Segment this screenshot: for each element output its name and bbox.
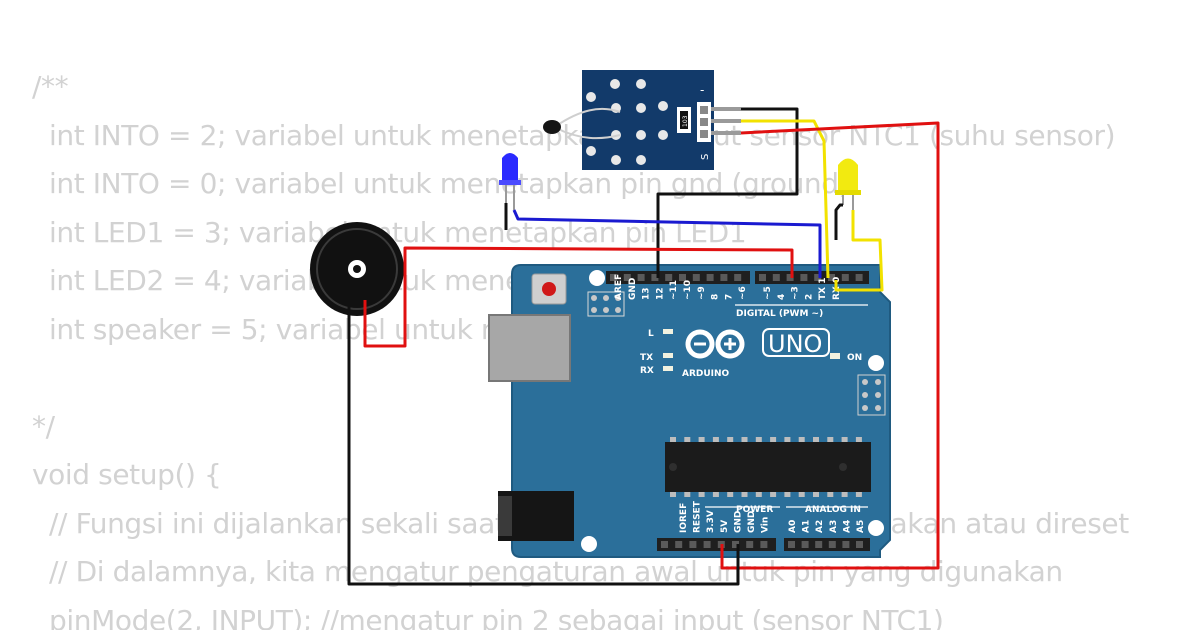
l-led	[663, 329, 673, 334]
analog-pin-label: A4	[842, 520, 852, 533]
ntc-sensor-module: 103 - S	[543, 70, 741, 170]
blue-led	[499, 153, 521, 210]
digital-pin-label: 4	[777, 294, 787, 300]
tx-led-label: TX	[640, 353, 653, 363]
thermistor-icon	[543, 120, 561, 134]
sensor-pin-s-label: S	[700, 154, 711, 160]
digital-pin-label: ~9	[697, 286, 707, 300]
analog-pin-label: A3	[829, 520, 839, 533]
blue-led-icon	[502, 153, 518, 183]
icsp-header-right	[857, 374, 886, 416]
code-line: /**	[32, 70, 69, 103]
sensor-board	[582, 70, 714, 170]
wire-buzzer-signal	[363, 246, 794, 348]
mounting-hole	[868, 520, 884, 536]
mounting-hole	[581, 536, 597, 552]
brand-text: ARDUINO	[682, 369, 730, 379]
rx-led	[663, 366, 673, 371]
atmega-chip	[665, 442, 871, 492]
power-pin-label: GND	[747, 511, 757, 533]
code-line: pinMode(2, INPUT); //mengatur pin 2 seba…	[32, 603, 944, 630]
arduino-logo-icon	[685, 329, 745, 359]
analog-pin-label: A2	[815, 520, 825, 533]
l-led-label: L	[648, 329, 654, 339]
power-pin-label: GND	[733, 511, 743, 533]
wire-yellow-led	[834, 210, 884, 292]
digital-pin-label: 12	[655, 287, 665, 300]
digital-pin-label: 13	[642, 287, 652, 300]
digital-pin-label: ~11	[669, 280, 679, 300]
wire-buzzer-gnd	[347, 300, 740, 586]
power-pin-label: IOREF	[679, 503, 689, 533]
digital-pin-label: 8	[711, 294, 721, 300]
digital-pin-label: 7	[724, 294, 734, 300]
rx-led-label: RX	[640, 366, 654, 376]
digital-pin-label: 2	[804, 294, 814, 300]
wire-yellow-led-gnd	[834, 203, 843, 240]
code-line: */	[32, 409, 55, 443]
wires	[347, 107, 940, 586]
digital-header-right	[755, 271, 869, 284]
wire-sensor-signal	[741, 119, 830, 279]
digital-pin-label: ~6	[738, 286, 748, 300]
digital-pin-label: ~10	[683, 280, 693, 300]
analog-pin-label: A5	[856, 520, 866, 533]
power-pin-label: 3.3V	[706, 510, 716, 533]
digital-pin-label: AREF	[614, 274, 624, 300]
analog-section-label: ANALOG IN	[805, 505, 861, 515]
resistor-label: 103	[682, 115, 689, 127]
sensor-pin-minus-label: -	[700, 83, 704, 97]
mounting-hole	[589, 270, 605, 286]
tx-led	[663, 353, 673, 358]
power-pin-label: Vin	[761, 517, 771, 533]
model-text: UNO	[768, 330, 822, 358]
reset-button-cap	[542, 282, 556, 296]
yellow-led	[835, 158, 861, 210]
on-led	[830, 353, 840, 359]
digital-section-label: DIGITAL (PWM ~)	[736, 309, 823, 319]
icsp-header	[587, 291, 625, 317]
digital-pin-label: ~3	[791, 286, 801, 300]
usb-connector	[488, 314, 571, 382]
digital-pin-label: TX 1	[818, 278, 828, 300]
power-pin-label: RESET	[693, 500, 703, 533]
digital-pin-label: ~5	[763, 286, 773, 300]
model-badge	[762, 328, 830, 357]
piezo-buzzer	[310, 222, 404, 316]
yellow-led-icon	[838, 158, 858, 193]
on-led-label: ON	[847, 353, 862, 363]
power-pin-label: 5V	[720, 520, 730, 533]
power-section-label: POWER	[736, 505, 773, 515]
mounting-hole	[868, 355, 884, 371]
analog-pin-label: A0	[788, 520, 798, 533]
power-header	[657, 538, 776, 551]
wire-blue-led	[512, 209, 822, 278]
digital-pin-label: GND	[628, 278, 638, 300]
analog-pin-label: A1	[802, 520, 812, 533]
wire-sensor-vcc	[720, 121, 940, 570]
code-line: void setup() {	[32, 458, 222, 491]
